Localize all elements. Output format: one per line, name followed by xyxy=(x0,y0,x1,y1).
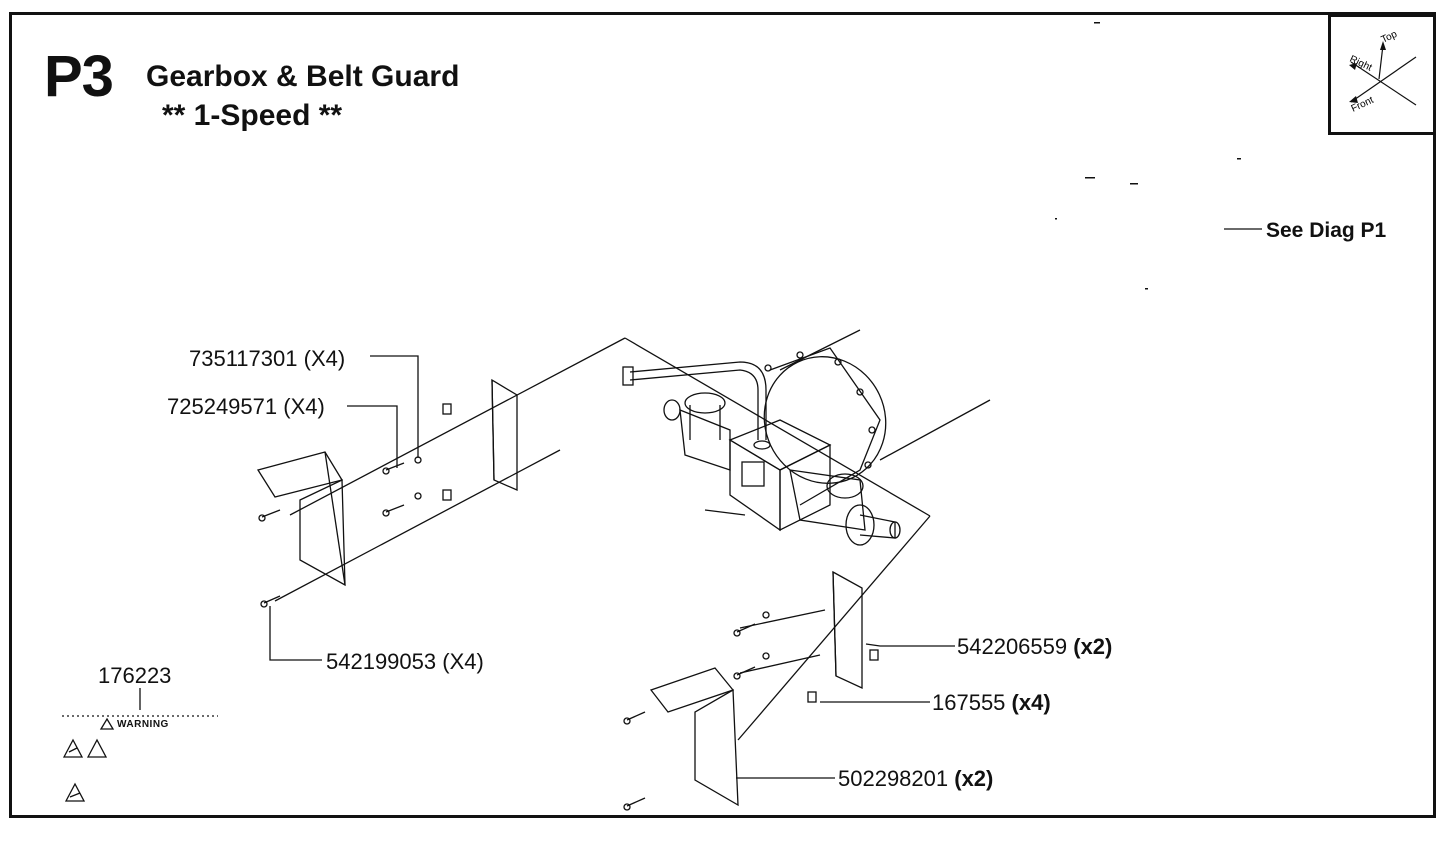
page-code: P3 xyxy=(44,44,114,109)
part-label-167555: 167555 (x4) xyxy=(932,692,1051,714)
warning-triangle-icon xyxy=(62,738,84,758)
part-number: 167555 xyxy=(932,690,1006,715)
construction-line xyxy=(739,654,821,674)
part-label-725249571: 725249571 (X4) xyxy=(167,396,325,418)
part-label-542206559: 542206559 (x2) xyxy=(957,636,1112,658)
part-label-502298201: 502298201 (x2) xyxy=(838,768,993,790)
part-number: 542199053 xyxy=(326,649,437,674)
part-qty: (x4) xyxy=(1011,690,1051,715)
orientation-compass: Top Right Front xyxy=(1328,14,1436,135)
part-label-735117301: 735117301 (X4) xyxy=(189,348,345,370)
part-number: 735117301 xyxy=(189,346,298,371)
construction-line xyxy=(879,399,991,461)
warning-decal-label: WARNING xyxy=(117,719,169,730)
construction-line xyxy=(624,337,931,517)
screw-icon xyxy=(258,462,756,811)
nut-icon xyxy=(414,403,879,703)
part-number: 725249571 xyxy=(167,394,278,419)
warning-triangle-icon xyxy=(64,782,86,802)
part-qty: (x2) xyxy=(1073,634,1113,659)
page-title: Gearbox & Belt Guard xyxy=(146,60,460,93)
compass-axes-icon: Top Right Front xyxy=(1348,29,1417,115)
leader-line xyxy=(269,606,322,661)
construction-line xyxy=(704,509,746,516)
see-diagram-reference: See Diag P1 xyxy=(1266,219,1387,242)
right-belt-guard xyxy=(649,570,863,807)
leader-line xyxy=(347,405,398,468)
warning-triangle-icon xyxy=(99,717,115,730)
construction-line xyxy=(289,337,626,516)
diagram-frame xyxy=(9,12,1436,818)
construction-line xyxy=(779,329,861,371)
gearbox-assembly xyxy=(622,347,901,546)
scan-marks xyxy=(1055,22,1241,290)
part-qty: (X4) xyxy=(283,394,325,419)
part-number: 502298201 xyxy=(838,766,949,791)
part-number: 176223 xyxy=(98,663,172,688)
warning-triangle-icon xyxy=(86,738,108,758)
part-qty: (X4) xyxy=(442,649,484,674)
part-number: 542206559 xyxy=(957,634,1068,659)
construction-line xyxy=(274,449,561,602)
page-subtitle: ** 1-Speed ** xyxy=(162,99,343,132)
part-label-176223: 176223 xyxy=(98,665,171,687)
part-qty: (X4) xyxy=(303,346,346,371)
left-belt-guard xyxy=(256,378,518,587)
leader-line xyxy=(370,355,419,458)
warning-decal xyxy=(62,715,218,802)
leader-line xyxy=(865,643,955,647)
part-label-542199053: 542199053 (X4) xyxy=(326,651,484,673)
part-qty: (x2) xyxy=(954,766,994,791)
